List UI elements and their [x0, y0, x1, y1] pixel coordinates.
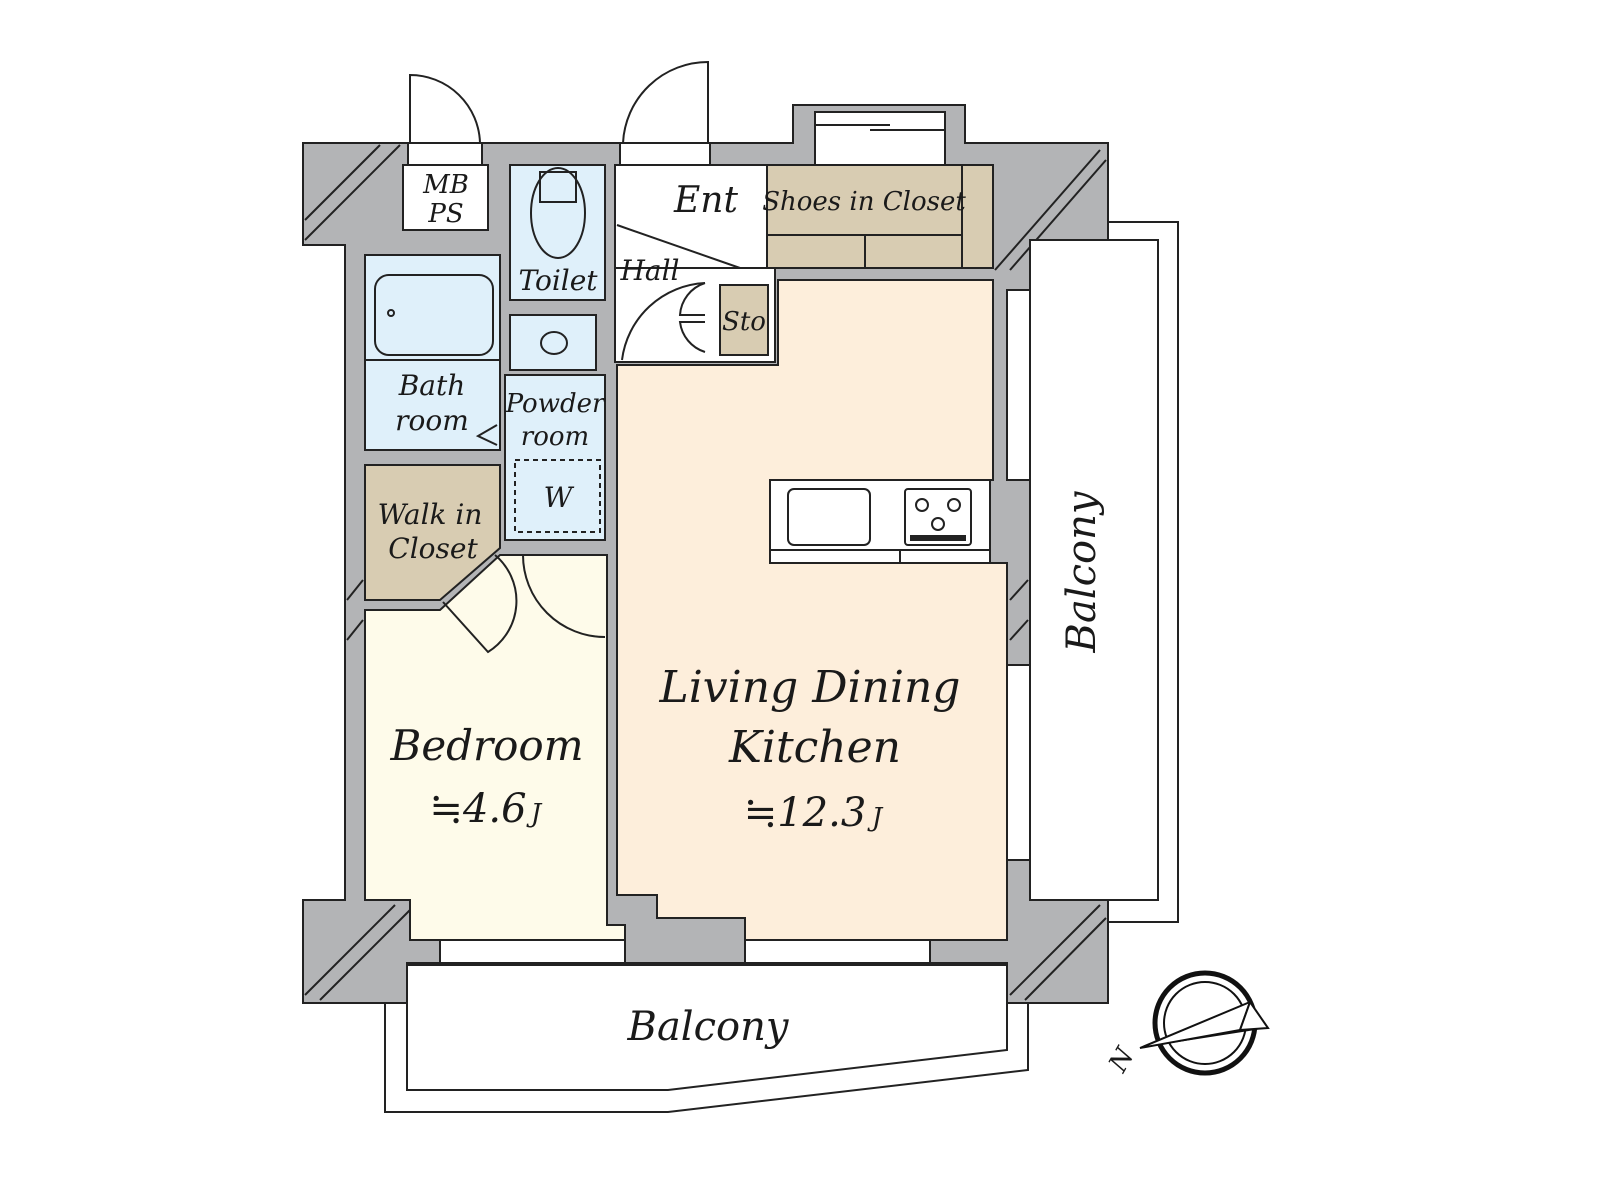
room-shoes-closet: Shoes in Closet — [762, 164, 994, 269]
toilet-label: Toilet — [518, 264, 598, 297]
room-ldk: Living Dining Kitchen ≒12.3 J — [616, 279, 1008, 941]
ldk-area: ≒12.3 — [744, 790, 867, 836]
sink-icon — [787, 488, 871, 546]
ldk-area-unit: J — [867, 803, 884, 833]
closet-door[interactable] — [442, 554, 518, 654]
bathroom-label-2: room — [395, 404, 469, 437]
room-storage: Sto — [719, 284, 769, 356]
mbps-label-2: PS — [427, 199, 463, 229]
windows — [439, 289, 1031, 964]
room-walk-in-closet: Walk in Closet — [364, 464, 501, 601]
balcony-bottom[interactable]: Balcony — [384, 964, 1029, 1113]
washbasin-icon — [540, 331, 568, 355]
room-entrance: Ent — [614, 164, 768, 269]
hall-label: Hall — [619, 254, 679, 287]
powder-label-2: room — [521, 422, 589, 452]
powder-label-1: Powder — [505, 389, 606, 419]
shoes-closet-label: Shoes in Closet — [762, 187, 966, 217]
balcony-right[interactable]: Balcony — [1029, 221, 1179, 923]
balcony-bottom-label: Balcony — [627, 1004, 790, 1050]
room-toilet: Toilet — [509, 164, 606, 301]
mbps-door[interactable] — [407, 73, 483, 166]
bathtub-icon — [374, 274, 494, 356]
toilet-bowl-icon — [530, 167, 586, 259]
storage-label: Sto — [722, 307, 766, 337]
balcony-right-label: Balcony — [1059, 490, 1105, 653]
ldk-label-1: Living Dining — [659, 662, 961, 713]
washer-space — [514, 459, 601, 533]
compass-north-label: N — [1103, 1042, 1141, 1079]
entrance-label: Ent — [673, 180, 738, 221]
compass-icon: N — [1103, 970, 1270, 1079]
stove-icon — [904, 488, 972, 546]
bedroom-door[interactable] — [522, 554, 606, 638]
room-bedroom: Bedroom ≒4.6 J — [364, 554, 626, 941]
wic-label-2: Closet — [388, 532, 478, 565]
bathroom-label-1: Bath — [398, 369, 466, 402]
wall-hatching — [304, 144, 1107, 1001]
bedroom-area: ≒4.6 — [429, 786, 526, 832]
room-powder: Powder room W — [504, 314, 606, 541]
bedroom-label: Bedroom — [389, 721, 583, 770]
mbps-label-1: MB — [422, 170, 469, 200]
room-mbps: MB PS — [402, 164, 489, 231]
ldk-label-2: Kitchen — [728, 722, 901, 773]
bedroom-area-unit: J — [526, 799, 543, 829]
entrance-window — [814, 111, 946, 166]
room-bathroom: Bath room — [364, 254, 501, 451]
front-door[interactable] — [619, 60, 711, 166]
washer-label: W — [544, 481, 575, 514]
wic-label-1: Walk in — [378, 498, 483, 531]
